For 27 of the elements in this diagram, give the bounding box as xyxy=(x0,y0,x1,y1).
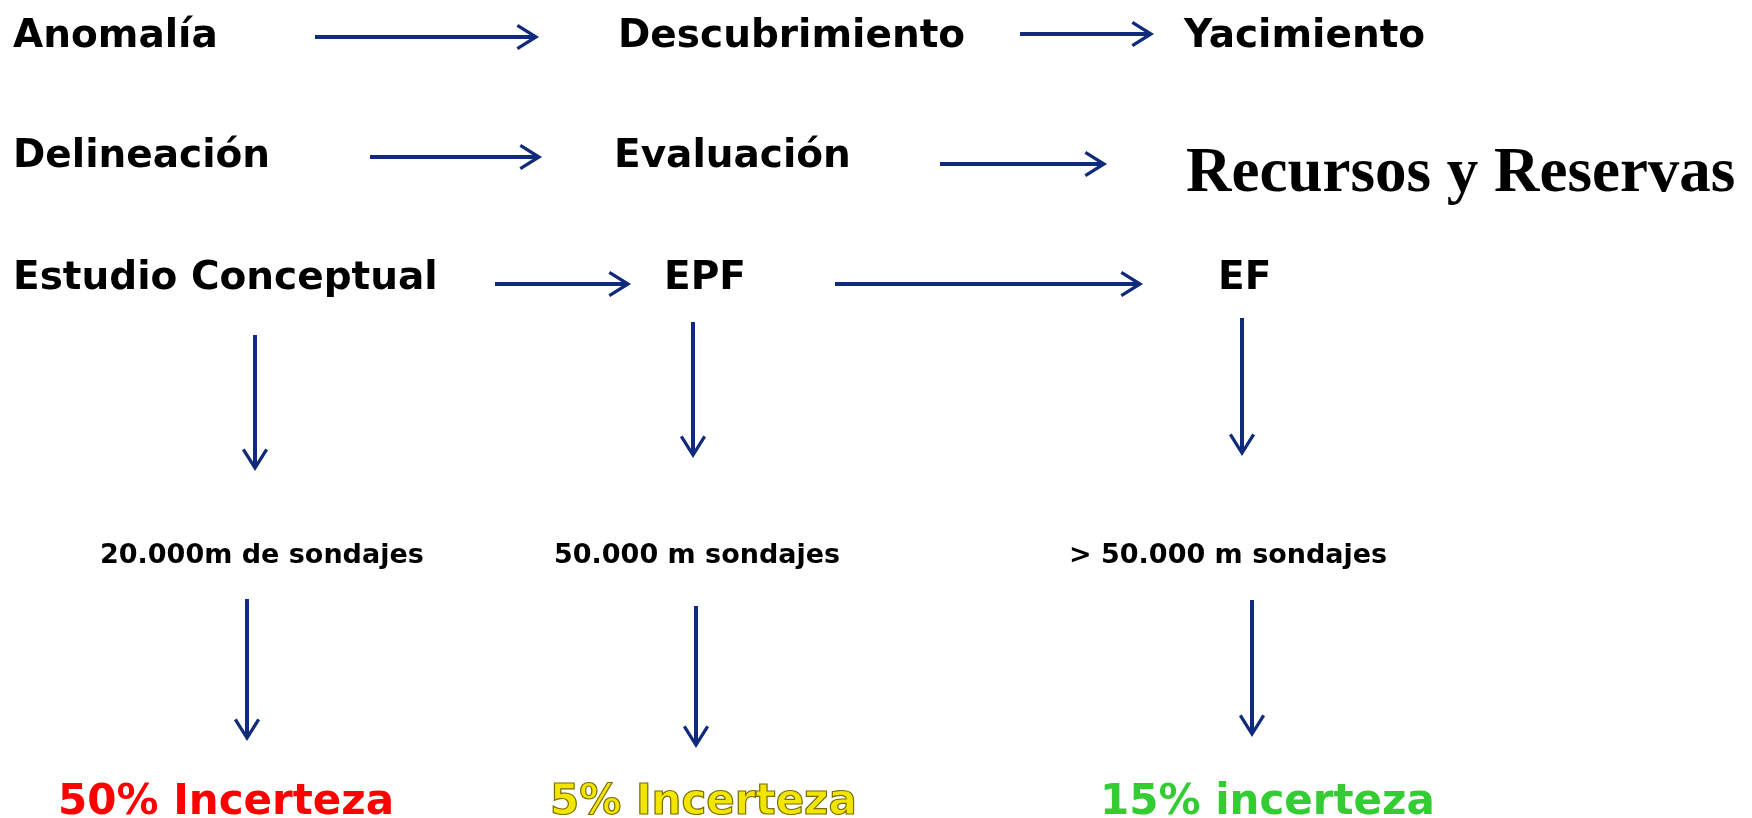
arrow xyxy=(241,335,269,470)
stage-label: EPF xyxy=(664,253,746,299)
uncertainty-label: 50% Incerteza xyxy=(58,775,395,818)
arrow xyxy=(940,150,1106,178)
stage-label: Evaluación xyxy=(614,131,851,177)
drilling-label: 20.000m de sondajes xyxy=(100,538,424,570)
stage-label: Descubrimiento xyxy=(618,11,966,57)
stage-label: Anomalía xyxy=(13,11,218,57)
drilling-label: 50.000 m sondajes xyxy=(554,538,841,570)
arrow xyxy=(233,599,261,740)
stage-label: Delineación xyxy=(13,131,271,177)
arrow xyxy=(835,270,1142,298)
stage-label: Estudio Conceptual xyxy=(13,253,438,299)
arrow xyxy=(1238,600,1266,736)
arrow xyxy=(682,606,710,747)
arrow xyxy=(1020,20,1153,48)
arrow xyxy=(315,23,538,51)
arrow xyxy=(495,270,630,298)
drilling-label: > 50.000 m sondajes xyxy=(1069,538,1388,570)
uncertainty-label: 5% Incerteza xyxy=(550,775,857,818)
stage-label: Yacimiento xyxy=(1184,11,1426,57)
uncertainty-label: 15% incerteza xyxy=(1100,775,1435,818)
result-label: Recursos y Reservas xyxy=(1186,133,1736,207)
stage-label: EF xyxy=(1218,253,1272,299)
arrow xyxy=(679,322,707,457)
arrow xyxy=(370,143,541,171)
arrow xyxy=(1228,318,1256,455)
